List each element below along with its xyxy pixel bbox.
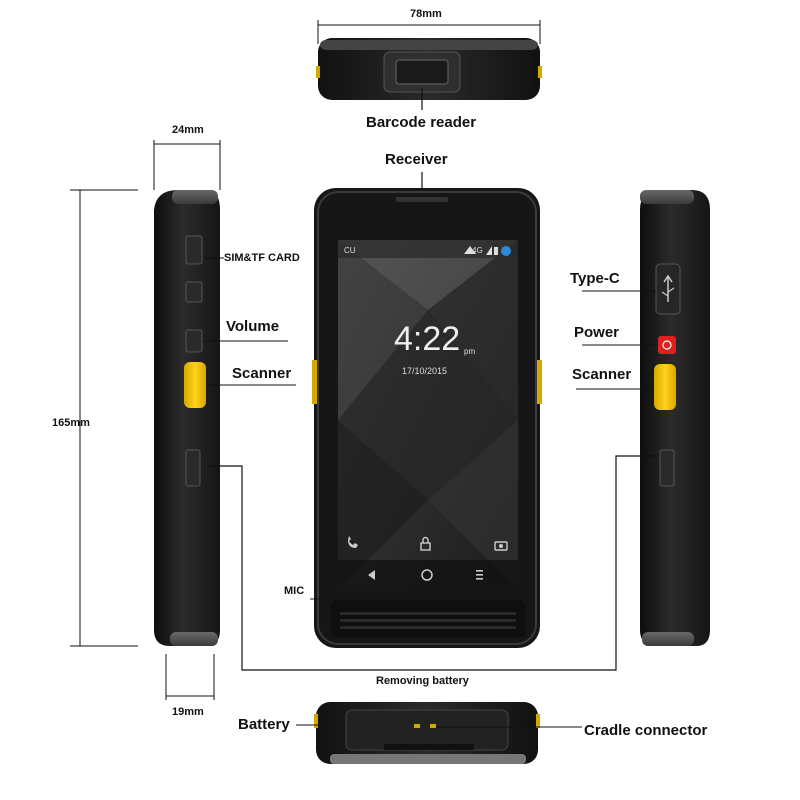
left-scanner-key [184, 362, 206, 408]
volume-label: Volume [226, 318, 280, 335]
bottom-view [296, 702, 582, 764]
receiver-label: Receiver [385, 151, 448, 168]
type-c-label: Type-C [570, 270, 620, 287]
phone-icon[interactable] [348, 536, 358, 548]
mic-label: MIC [284, 585, 305, 597]
menu-icon[interactable] [476, 570, 483, 580]
lock-icon[interactable] [420, 536, 431, 551]
camera-icon[interactable] [494, 541, 508, 551]
width-dimension: 78mm [410, 8, 442, 20]
lock-date: 17/10/2015 [402, 366, 448, 376]
removing-battery-label: Removing battery [376, 675, 469, 687]
power-key [658, 336, 676, 354]
thickness-dimension: 24mm [172, 124, 204, 136]
barcode-reader-label: Barcode reader [366, 114, 477, 131]
battery-label: Battery [238, 716, 290, 733]
right-side-view [576, 190, 710, 646]
tf-slot [185, 281, 203, 303]
scanner-right-label: Scanner [572, 366, 632, 383]
left-side-view [70, 140, 296, 700]
right-scanner-key [654, 364, 676, 410]
battery-icon [494, 247, 498, 255]
cradle-connector-label: Cradle connector [584, 722, 708, 739]
sim-tf-card-label: SIM&TF CARD [224, 252, 300, 264]
removing-battery-bracket [208, 455, 658, 671]
height-dimension: 165mm [52, 417, 90, 429]
scanner-left-label: Scanner [232, 365, 292, 382]
signal-icon [486, 246, 492, 255]
lock-ampm: pm [464, 347, 476, 356]
volume-key [185, 329, 203, 353]
wifi-icon [464, 246, 476, 254]
top-view [316, 20, 542, 110]
bottom-thickness-dimension: 19mm [172, 706, 204, 718]
usb-icon [661, 274, 675, 302]
sim-slot [185, 235, 203, 265]
home-icon[interactable] [421, 569, 433, 581]
clock-icon [501, 246, 511, 256]
front-view [310, 172, 542, 648]
back-icon[interactable] [368, 570, 375, 580]
power-label: Power [574, 324, 620, 341]
carrier-text: CU [344, 246, 356, 255]
lock-time: 4:22 [394, 320, 461, 358]
network-text: 4G [472, 246, 483, 255]
